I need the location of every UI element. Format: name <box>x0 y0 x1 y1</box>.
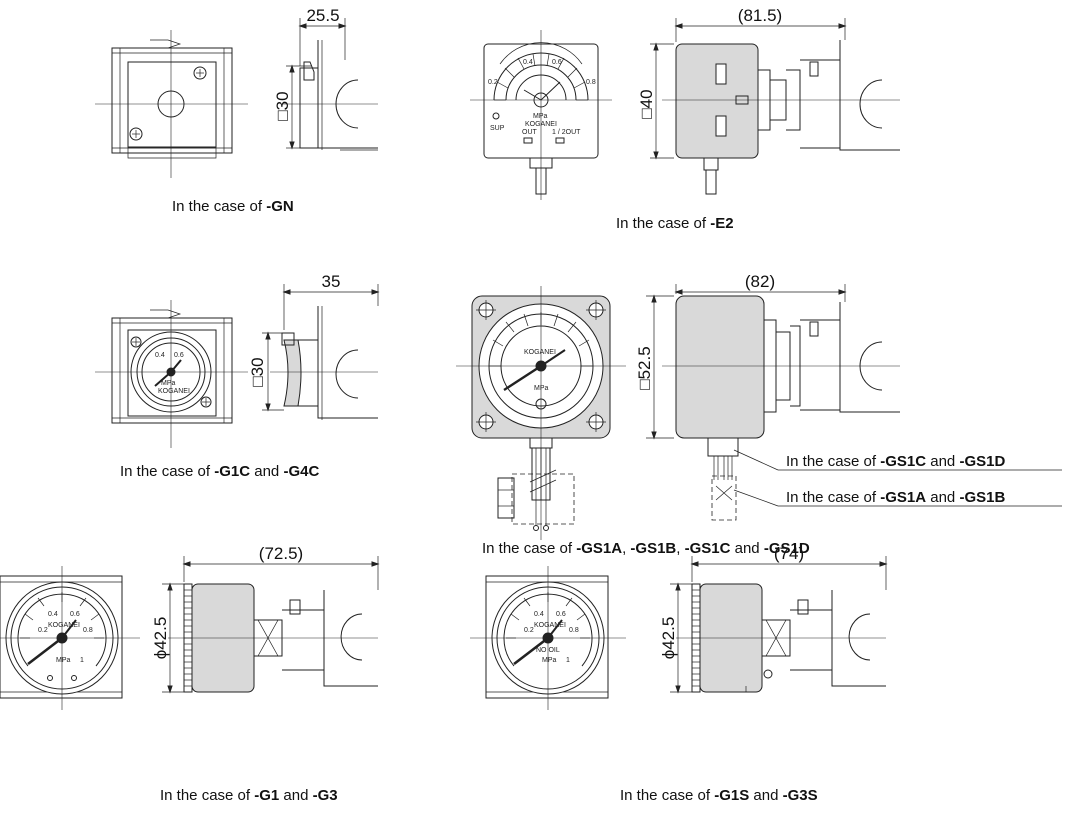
svg-text:0.2: 0.2 <box>38 627 48 634</box>
g1c-front-view: 0.4 0.6 MPa KOGANEI <box>95 300 248 448</box>
gs1-callout-upper: In the case of -GS1C and -GS1D <box>786 453 1005 470</box>
svg-text:MPa: MPa <box>161 380 176 387</box>
gn-side-view: 25.5 □30 <box>273 6 378 151</box>
e2-setting-label: 1 / 2OUT <box>552 129 581 136</box>
svg-text:0.6: 0.6 <box>70 611 80 618</box>
svg-text:0.8: 0.8 <box>569 627 579 634</box>
gn-square-dimension: □30 <box>273 91 292 120</box>
svg-text:0.8: 0.8 <box>83 627 93 634</box>
e2-depth-dimension: (81.5) <box>738 6 782 25</box>
caption-g1c: In the case of -G1C and -G4C <box>120 463 320 480</box>
g1s-side-view: (74) ϕ42.5 <box>659 544 888 694</box>
caption-g1s: In the case of -G1S and -G3S <box>620 787 818 804</box>
e2-square-dimension: □40 <box>637 89 656 118</box>
gs1-front-view: KOGANEI MPa <box>456 286 626 540</box>
caption-g1: In the case of -G1 and -G3 <box>160 787 338 804</box>
view-g1s: 0.2 0.4 0.6 0.8 1 KOGANEI NO OIL MPa <box>470 544 888 710</box>
gn-depth-dimension: 25.5 <box>306 6 339 25</box>
svg-text:KOGANEI: KOGANEI <box>48 622 80 629</box>
g1c-side-view: 35 □30 <box>248 272 380 420</box>
e2-out-label: OUT <box>522 129 538 136</box>
g1s-depth-dimension: (74) <box>774 544 804 563</box>
svg-text:0.4: 0.4 <box>534 611 544 618</box>
gs1-corner-holes <box>476 300 606 432</box>
svg-text:0.2: 0.2 <box>488 79 498 86</box>
gs1-side-view: (82) □52.5 In the case of -GS1C and -GS1… <box>635 272 1062 521</box>
view-g1: 0.2 0.4 0.6 0.8 1 KOGANEI MPa <box>0 544 380 710</box>
svg-text:0.4: 0.4 <box>155 352 165 359</box>
view-gn: 25.5 □30 <box>95 6 378 178</box>
g1-diameter-dimension: ϕ42.5 <box>151 617 170 660</box>
svg-text:0.8: 0.8 <box>586 79 596 86</box>
svg-text:MPa: MPa <box>542 657 557 664</box>
svg-text:1: 1 <box>566 657 570 664</box>
gs1-square-dimension: □52.5 <box>635 346 654 389</box>
gn-front-view <box>95 30 248 178</box>
g1s-diameter-dimension: ϕ42.5 <box>659 617 678 660</box>
svg-text:KOGANEI: KOGANEI <box>524 349 556 356</box>
e2-sup-label: SUP <box>490 125 505 132</box>
view-g1c: 0.4 0.6 MPa KOGANEI 35 <box>95 272 380 448</box>
gs1-depth-dimension: (82) <box>745 272 775 291</box>
view-e2: 0.4 0.6 0.2 0.8 MPa KOGANEI SUP OUT 1 / … <box>470 6 900 200</box>
svg-text:0.6: 0.6 <box>556 611 566 618</box>
g1-front-view: 0.2 0.4 0.6 0.8 1 KOGANEI MPa <box>0 566 140 710</box>
svg-text:0.2: 0.2 <box>524 627 534 634</box>
e2-side-view: (81.5) □40 <box>637 6 900 195</box>
caption-gn: In the case of -GN <box>172 198 294 215</box>
view-gs1: KOGANEI MPa <box>456 272 1062 540</box>
svg-text:1: 1 <box>80 657 84 664</box>
svg-text:KOGANEI: KOGANEI <box>158 388 190 395</box>
svg-text:0.4: 0.4 <box>48 611 58 618</box>
svg-text:MPa: MPa <box>56 657 71 664</box>
g1s-front-view: 0.2 0.4 0.6 0.8 1 KOGANEI NO OIL MPa <box>470 566 626 710</box>
svg-text:KOGANEI: KOGANEI <box>534 622 566 629</box>
gs1-callout-lower: In the case of -GS1A and -GS1B <box>786 489 1005 506</box>
g1-depth-dimension: (72.5) <box>259 544 303 563</box>
svg-text:0.4: 0.4 <box>523 59 533 66</box>
g1-side-view: (72.5) ϕ42.5 <box>151 544 380 694</box>
g1c-square-dimension: □30 <box>248 357 267 386</box>
caption-e2: In the case of -E2 <box>616 215 734 232</box>
caption-gs1: In the case of -GS1A, -GS1B, -GS1C and -… <box>482 540 810 557</box>
e2-unit-label: MPa <box>533 113 548 120</box>
svg-text:0.6: 0.6 <box>174 352 184 359</box>
svg-text:0.6: 0.6 <box>552 59 562 66</box>
e2-front-view: 0.4 0.6 0.2 0.8 MPa KOGANEI SUP OUT 1 / … <box>470 30 612 200</box>
g1c-depth-dimension: 35 <box>322 272 341 291</box>
